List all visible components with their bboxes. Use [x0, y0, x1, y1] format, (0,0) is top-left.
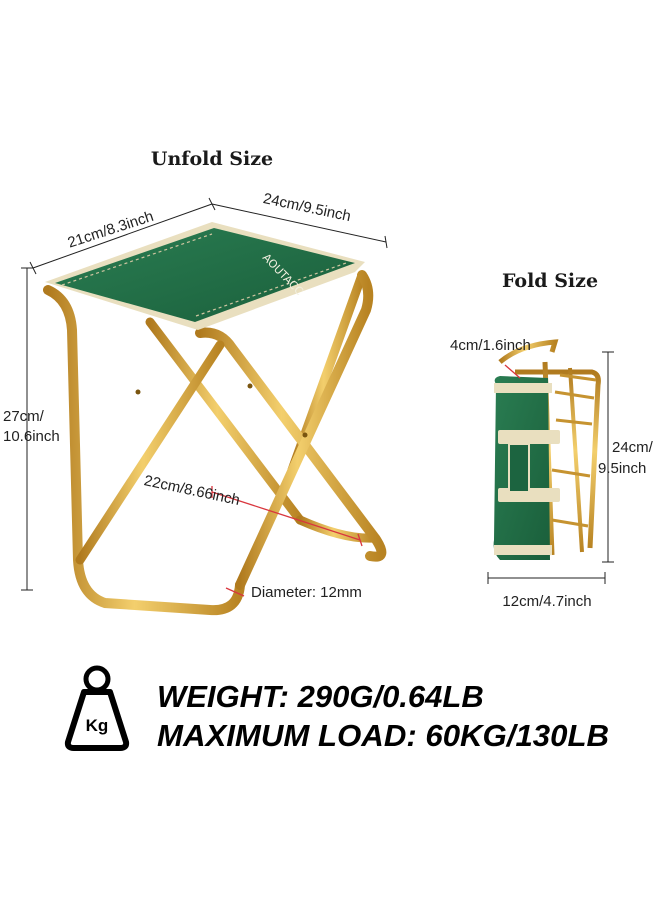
max-load-spec: MAXIMUM LOAD: 60KG/130LB — [157, 718, 609, 753]
fold-red-dimension-line — [504, 364, 521, 379]
unfold-red-dimension-lines — [211, 486, 363, 597]
seat-depth-label: 21cm/8.3inch — [66, 208, 156, 252]
tube-diameter-label: Diameter: 12mm — [251, 584, 362, 601]
weight-spec: WEIGHT: 290G/0.64LB — [157, 679, 484, 714]
fold-height-label-cm: 24cm/ — [612, 439, 654, 456]
height-label-cm: 27cm/ — [3, 408, 45, 425]
fold-thickness-label: 4cm/1.6inch — [450, 337, 531, 354]
weight-icon: Kg — [64, 665, 130, 751]
weight-icon-label: Kg — [86, 716, 109, 735]
unfold-size-title: Unfold Size — [151, 148, 273, 170]
leg-span-label: 22cm/8.66inch — [142, 472, 241, 509]
fold-height-label-inch: 9.5inch — [598, 460, 646, 477]
unfold-dimension-lines — [21, 197, 388, 591]
folded-stool — [493, 339, 601, 563]
fold-width-label: 12cm/4.7inch — [502, 593, 591, 610]
fold-size-title: Fold Size — [502, 270, 598, 292]
unfolded-stool: AOUTACC — [43, 222, 387, 616]
fold-dimension-lines — [487, 351, 614, 584]
height-label-inch: 10.6inch — [3, 428, 60, 445]
seat-width-label: 24cm/9.5inch — [262, 190, 353, 225]
